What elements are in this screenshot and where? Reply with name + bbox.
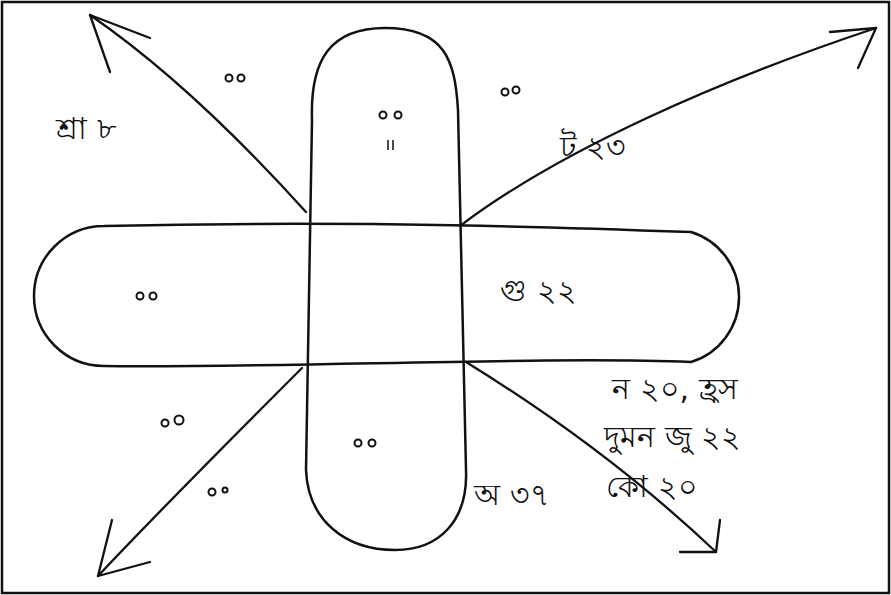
- handwritten-note: অ ৩৭: [474, 478, 550, 513]
- handwritten-note: ট ২৩: [560, 130, 626, 165]
- handwritten-note: কো ২০: [606, 470, 698, 505]
- arrow-line: [98, 368, 302, 576]
- horizontal-oblong: গু ২২: [30, 222, 765, 370]
- handwritten-note: ন ২০, হ্রস: [612, 372, 738, 407]
- arrowhead: [98, 520, 150, 576]
- oblong-outline: [30, 222, 765, 370]
- handwritten-note: দুমন জু ২২: [604, 420, 741, 455]
- vertical-oblong: [306, 28, 466, 550]
- arrowhead: [830, 28, 876, 68]
- node-text: গু ২২: [500, 274, 577, 309]
- arrow-line: [90, 15, 306, 212]
- oblong-path: [34, 224, 739, 366]
- dot-pairs: [137, 75, 520, 496]
- handwritten-note: শ্রা ৮: [56, 112, 116, 147]
- arrowhead: [90, 15, 150, 72]
- arrowhead: [680, 520, 720, 552]
- arrow-line: [460, 28, 876, 226]
- tick-marks: [388, 140, 393, 150]
